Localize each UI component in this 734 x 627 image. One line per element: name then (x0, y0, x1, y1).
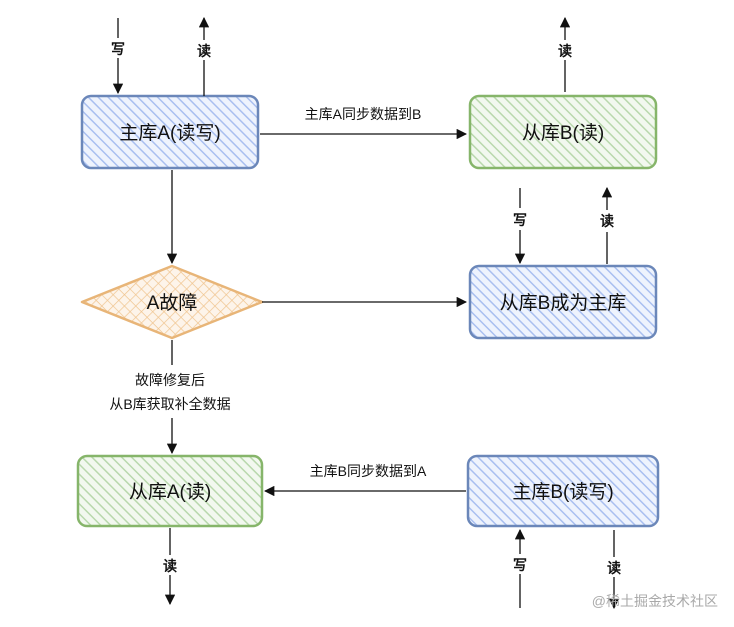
edge-read-label-mid: 读 (600, 213, 614, 229)
edge-read-from-b-master: 读 (598, 186, 616, 264)
edge-recover-label-line1: 故障修复后 (135, 372, 205, 388)
edge-write-label-top: 写 (111, 41, 125, 57)
edge-sync-a-to-b: 主库A同步数据到B (260, 106, 468, 140)
edge-write-label-mid: 写 (513, 212, 527, 228)
edge-read-label-top-right: 读 (558, 43, 572, 59)
edge-write-to-master-b: 写 (511, 528, 529, 608)
node-master-a-label: 主库A(读写) (119, 122, 220, 144)
edge-read-from-slave-a: 读 (161, 528, 179, 606)
node-master-a: 主库A(读写) (80, 94, 260, 170)
node-master-b: 主库B(读写) (466, 454, 660, 528)
edge-read-label-bottom-left: 读 (163, 558, 177, 574)
node-b-becomes-master: 从库B成为主库 (468, 264, 658, 340)
node-slave-a: 从库A(读) (76, 454, 264, 528)
edge-read-from-slave-b: 读 (556, 16, 574, 92)
edge-sync-b-to-a: 主库B同步数据到A (263, 463, 466, 497)
watermark-text: @稀土掘金技术社区 (592, 593, 718, 609)
node-slave-a-label: 从库A(读) (129, 481, 211, 503)
edge-write-to-b-master: 写 (511, 188, 529, 265)
edge-read-from-master-a: 读 (195, 16, 213, 96)
edge-write-label-bottom: 写 (513, 557, 527, 573)
node-a-failure-label: A故障 (147, 292, 198, 314)
node-slave-b-label: 从库B(读) (522, 122, 604, 144)
node-slave-b: 从库B(读) (468, 94, 658, 170)
edge-sync-b-to-a-label: 主库B同步数据到A (310, 463, 427, 479)
edge-sync-a-to-b-label: 主库A同步数据到B (305, 106, 422, 122)
edge-recover-label-line2: 从B库获取补全数据 (109, 396, 230, 412)
node-master-b-label: 主库B(读写) (512, 481, 613, 503)
node-b-becomes-master-label: 从库B成为主库 (500, 292, 627, 314)
edge-write-to-master-a: 写 (109, 18, 127, 95)
edge-recover-to-slave-a: 故障修复后 从B库获取补全数据 (109, 340, 231, 455)
edge-read-label-top-left: 读 (197, 43, 211, 59)
edge-read-from-master-b: 读 (605, 530, 623, 610)
edge-read-label-bottom-right: 读 (607, 560, 621, 576)
node-a-failure: A故障 (80, 264, 264, 340)
